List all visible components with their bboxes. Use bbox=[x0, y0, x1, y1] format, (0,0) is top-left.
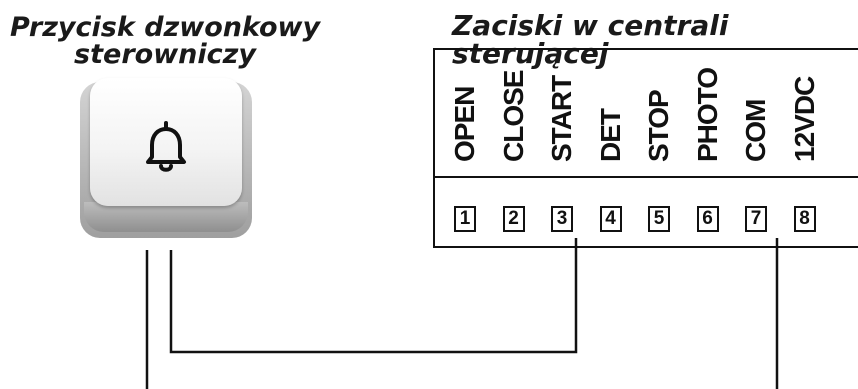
terminal-number-1: 1 bbox=[454, 206, 476, 232]
terminal-number-5: 5 bbox=[648, 206, 670, 232]
doorbell-button bbox=[80, 78, 252, 238]
button-title-line-1: Przycisk dzwonkowy bbox=[9, 12, 321, 43]
terminal-number-3: 3 bbox=[551, 206, 573, 232]
terminal-number-7: 7 bbox=[745, 206, 767, 232]
wire-to-terminal-3 bbox=[169, 238, 578, 354]
terminal-number-6: 6 bbox=[696, 206, 719, 232]
terminal-divider bbox=[435, 176, 858, 178]
terminal-number-4: 4 bbox=[599, 206, 622, 232]
terminal-number-8: 8 bbox=[793, 206, 816, 232]
button-title-line-2: sterowniczy bbox=[74, 39, 256, 70]
button-face bbox=[90, 78, 242, 206]
bell-icon bbox=[146, 121, 186, 172]
terminal-number-2: 2 bbox=[502, 206, 525, 232]
terminal-block-title: Zaciski w centrali sterującej bbox=[452, 9, 729, 70]
button-base bbox=[84, 202, 248, 232]
button-title: Przycisk dzwonkowy sterowniczy bbox=[0, 14, 330, 68]
